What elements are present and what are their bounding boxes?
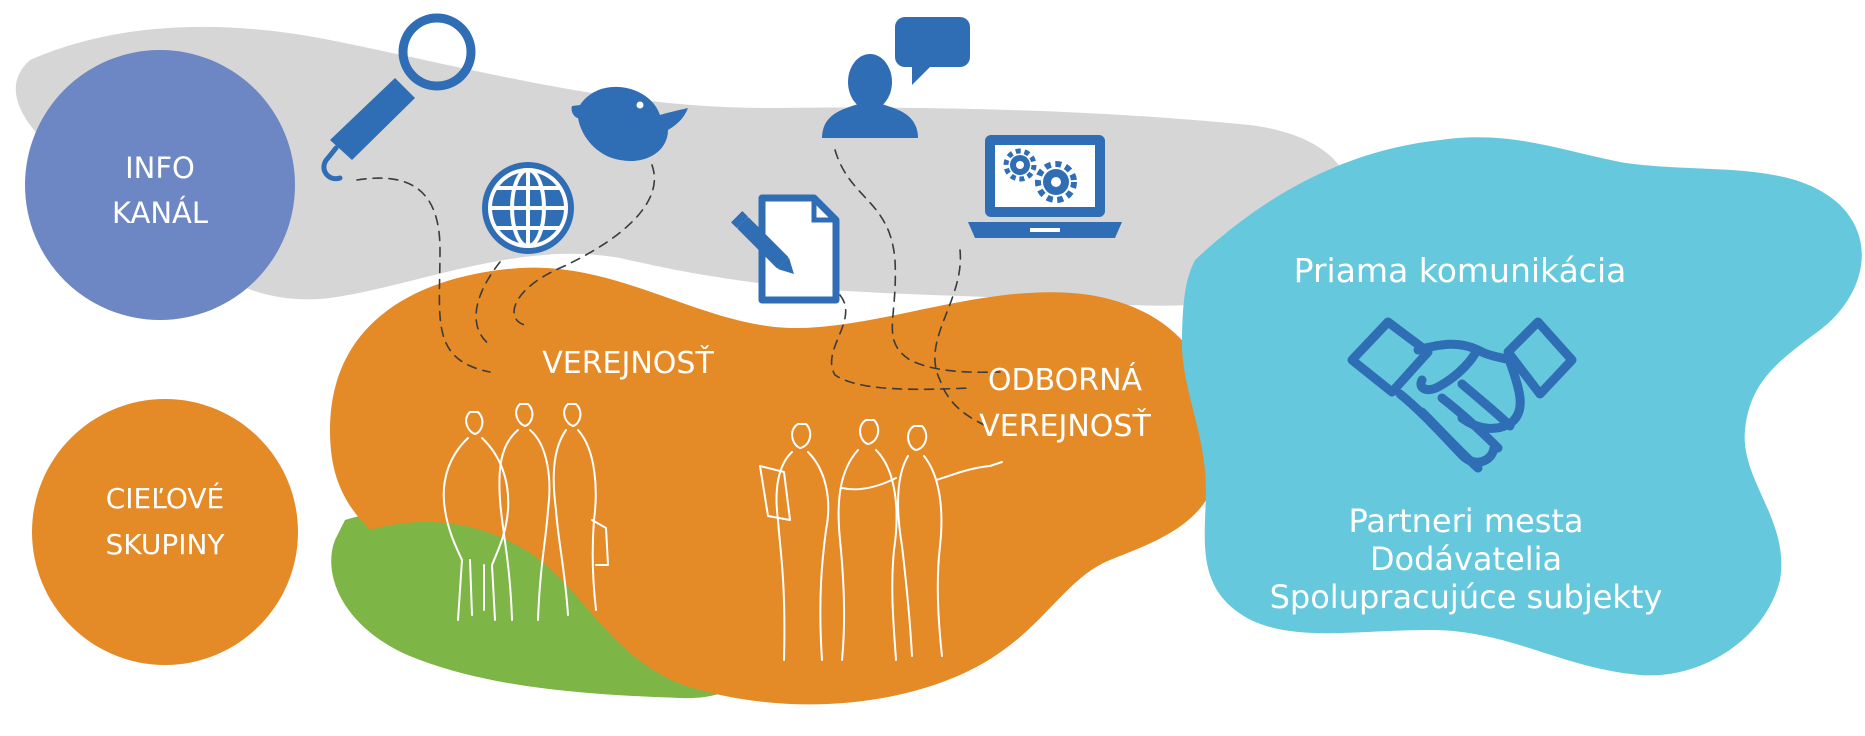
dashed-connectors — [356, 149, 1001, 429]
person-chat-icon — [822, 17, 970, 138]
laptop-connector — [934, 249, 991, 429]
info-channel-circle — [25, 50, 295, 320]
public-label: VEREJNOSŤ — [542, 345, 714, 381]
info-channel-label-line2: KANÁL — [112, 196, 208, 230]
twitter-connector — [513, 164, 655, 326]
globe-connector — [475, 261, 501, 346]
public-orange-blob — [330, 267, 1220, 705]
expert-public-label-line2: VEREJNOSŤ — [979, 408, 1151, 444]
direct-communication-item-3: Spolupracujúce subjekty — [1270, 578, 1663, 616]
target-groups-label-line1: CIEĽOVÉ — [106, 481, 225, 515]
document-edit-icon — [731, 194, 840, 304]
laptop-settings-icon — [968, 135, 1122, 238]
target-groups-label-line2: SKUPINY — [105, 528, 225, 561]
expert-public-label-line1: ODBORNÁ — [988, 362, 1143, 398]
expert-people-sketch — [759, 419, 1003, 661]
handshake-icon — [1347, 317, 1577, 473]
direct-communication-item-2: Dodávatelia — [1370, 540, 1562, 578]
direct-communication-title: Priama komunikácia — [1294, 251, 1627, 290]
target-groups-circle — [32, 399, 298, 665]
twitter-bird-icon — [571, 86, 688, 161]
document-connector — [830, 294, 971, 391]
person-connector — [834, 149, 1001, 374]
public-people-sketch — [442, 403, 609, 621]
info-channel-label-line1: INFO — [125, 151, 195, 185]
microphone-icon — [321, 13, 476, 182]
direct-communication-item-1: Partneri mesta — [1348, 502, 1583, 540]
microphone-connector — [356, 177, 491, 373]
globe-icon — [482, 162, 574, 254]
